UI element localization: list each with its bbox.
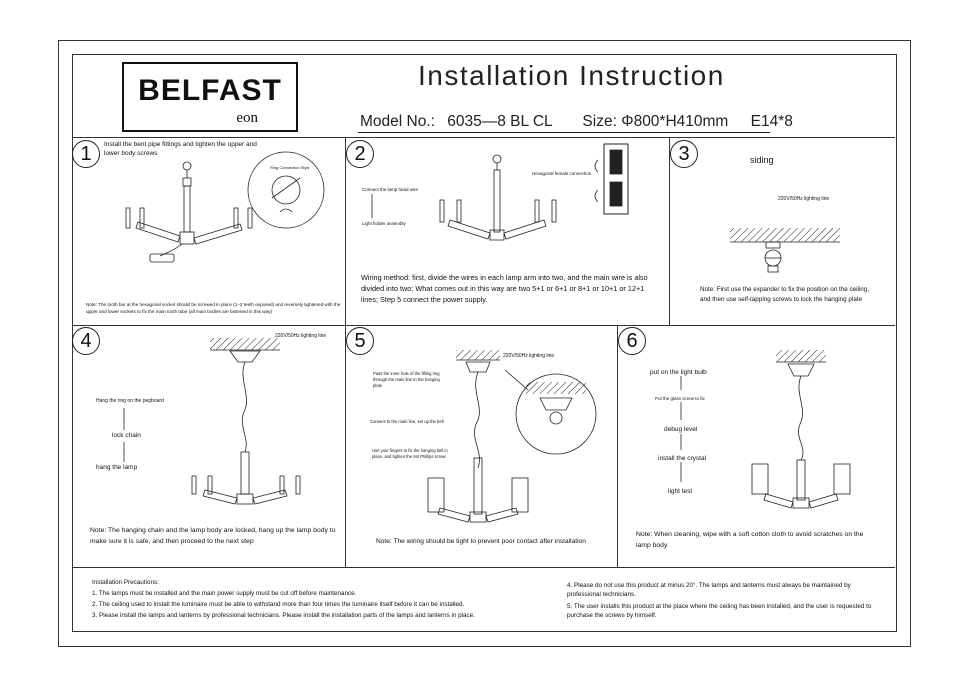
brand-sub: eon bbox=[236, 110, 258, 126]
brand-logo: BELFAST eon bbox=[122, 62, 298, 132]
step5-label-c: Connect to the main line, set up the bel… bbox=[370, 419, 444, 424]
model-value: 6035—8 BL CL bbox=[447, 113, 553, 130]
step5-label-a: 220V/50Hz lighting line bbox=[503, 353, 555, 359]
step2-label-a: Connect the lamp head wire bbox=[362, 187, 419, 192]
precaution-item: 5. The user installs this product at the… bbox=[567, 603, 872, 619]
precaution-item: 4. Please do not use this product at min… bbox=[567, 582, 851, 598]
step3-label-b: 220V/50Hz lighting line bbox=[778, 196, 830, 202]
step5-note: Note: The wiring should be tight to prev… bbox=[376, 538, 586, 545]
size-label: Size: bbox=[582, 113, 617, 130]
step6-label-e: light test bbox=[668, 488, 693, 495]
precaution-item: 2. The ceiling used to install the lumin… bbox=[92, 601, 465, 608]
outer-border bbox=[58, 40, 911, 647]
precautions-title: Installation Precautions: bbox=[92, 579, 159, 586]
page-title: Installation Instruction bbox=[418, 60, 725, 91]
grid-line bbox=[72, 325, 895, 326]
step4-label-a: 220V/50Hz lighting line bbox=[275, 333, 327, 339]
step3-note: Note: First use the expander to fix the … bbox=[700, 286, 870, 303]
model-label: Model No.: bbox=[360, 113, 435, 130]
step6-note: Note: When cleaning, wipe with a soft co… bbox=[636, 531, 864, 549]
step-number: 4 bbox=[72, 327, 100, 355]
step-number: 5 bbox=[346, 327, 374, 355]
step4-label-c: lock chain bbox=[112, 432, 141, 439]
step6-label-c: debug level bbox=[664, 426, 698, 433]
step-number: 1 bbox=[72, 140, 100, 168]
grid-line bbox=[72, 137, 895, 138]
step1-caption: Install the bent pipe fittings and tight… bbox=[104, 141, 257, 157]
step6-label-d: install the crystal bbox=[658, 455, 707, 462]
precaution-item: 3. Please install the lamps and lanterns… bbox=[92, 612, 475, 619]
brand-name: BELFAST bbox=[138, 74, 282, 107]
grid-line bbox=[72, 567, 895, 568]
step6-label-b: Put the glass screw to fix bbox=[655, 396, 705, 401]
bulb-spec: E14*8 bbox=[750, 113, 793, 130]
step1-callout: Ring Connection Style bbox=[270, 165, 310, 170]
grid-line bbox=[669, 137, 670, 325]
step2-note: Wiring method: first, divide the wires i… bbox=[361, 273, 648, 304]
step4-note: Note: The hanging chain and the lamp bod… bbox=[90, 527, 336, 545]
model-underline bbox=[358, 132, 770, 133]
step-number: 3 bbox=[670, 140, 698, 168]
grid-line bbox=[345, 137, 346, 567]
step-number: 2 bbox=[346, 140, 374, 168]
step3-label-a: siding bbox=[750, 155, 774, 165]
size-value: Φ800*H410mm bbox=[621, 113, 729, 130]
model-line: Model No.: 6035—8 BL CL Size: Φ800*H410m… bbox=[360, 113, 793, 131]
step4-label-d: hang the lamp bbox=[96, 464, 138, 471]
step4-label-b: Hang the ring on the pegboard bbox=[96, 398, 164, 404]
step6-label-a: put on the light bulb bbox=[650, 369, 707, 376]
step2-label-b: Light holder assembly bbox=[362, 221, 406, 226]
grid-line bbox=[617, 325, 618, 567]
step5-label-d: Use your fingers to fix the hanging bell… bbox=[372, 448, 448, 459]
precaution-item: 1. The lamps must be installed and the m… bbox=[92, 590, 357, 597]
step5-label-b: Pass the inner hole of the lifting ring … bbox=[373, 371, 440, 388]
step1-note: Note: The tooth bar at the hexagonal soc… bbox=[86, 302, 341, 314]
step2-label-c: Hexagonal female connection bbox=[532, 171, 592, 176]
step-number: 6 bbox=[618, 327, 646, 355]
